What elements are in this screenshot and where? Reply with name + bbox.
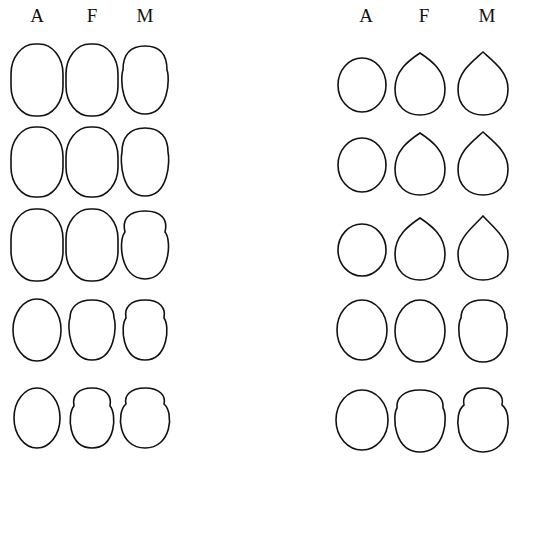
- column-label: A: [359, 6, 373, 25]
- column-label: F: [87, 6, 98, 25]
- skull-outline: [395, 133, 445, 195]
- skull-outline: [122, 46, 168, 114]
- skull-outline: [11, 209, 63, 281]
- skull-outline: [121, 128, 168, 196]
- skull-outline: [337, 300, 387, 360]
- skull-outline: [11, 44, 63, 116]
- skull-outline: [120, 388, 169, 448]
- skull-outline: [336, 390, 388, 450]
- skull-outline: [395, 300, 445, 362]
- skull-outline: [458, 388, 508, 452]
- skull-outline: [458, 52, 508, 115]
- skull-outline: [69, 300, 115, 360]
- skull-outline: [338, 224, 386, 276]
- skull-outline: [338, 138, 386, 192]
- skull-outline: [123, 300, 167, 360]
- skull-outline: [66, 127, 118, 197]
- skull-outline: [70, 388, 114, 448]
- skull-outline: [338, 58, 386, 112]
- skull-outline: [14, 388, 60, 448]
- skull-outline: [458, 132, 508, 195]
- column-label: M: [479, 6, 496, 25]
- skull-outline: [395, 218, 445, 280]
- skull-outline: [66, 209, 118, 281]
- column-label: A: [30, 6, 44, 25]
- skull-outline: [459, 300, 507, 362]
- skull-outline: [66, 44, 118, 116]
- skull-outline: [395, 390, 445, 452]
- skull-outline: [13, 299, 61, 361]
- column-label: M: [137, 6, 154, 25]
- skull-outline: [122, 211, 169, 279]
- skull-outline: [11, 127, 63, 197]
- skull-outline: [458, 216, 508, 280]
- skull-outline: [395, 53, 445, 115]
- column-label: F: [419, 6, 430, 25]
